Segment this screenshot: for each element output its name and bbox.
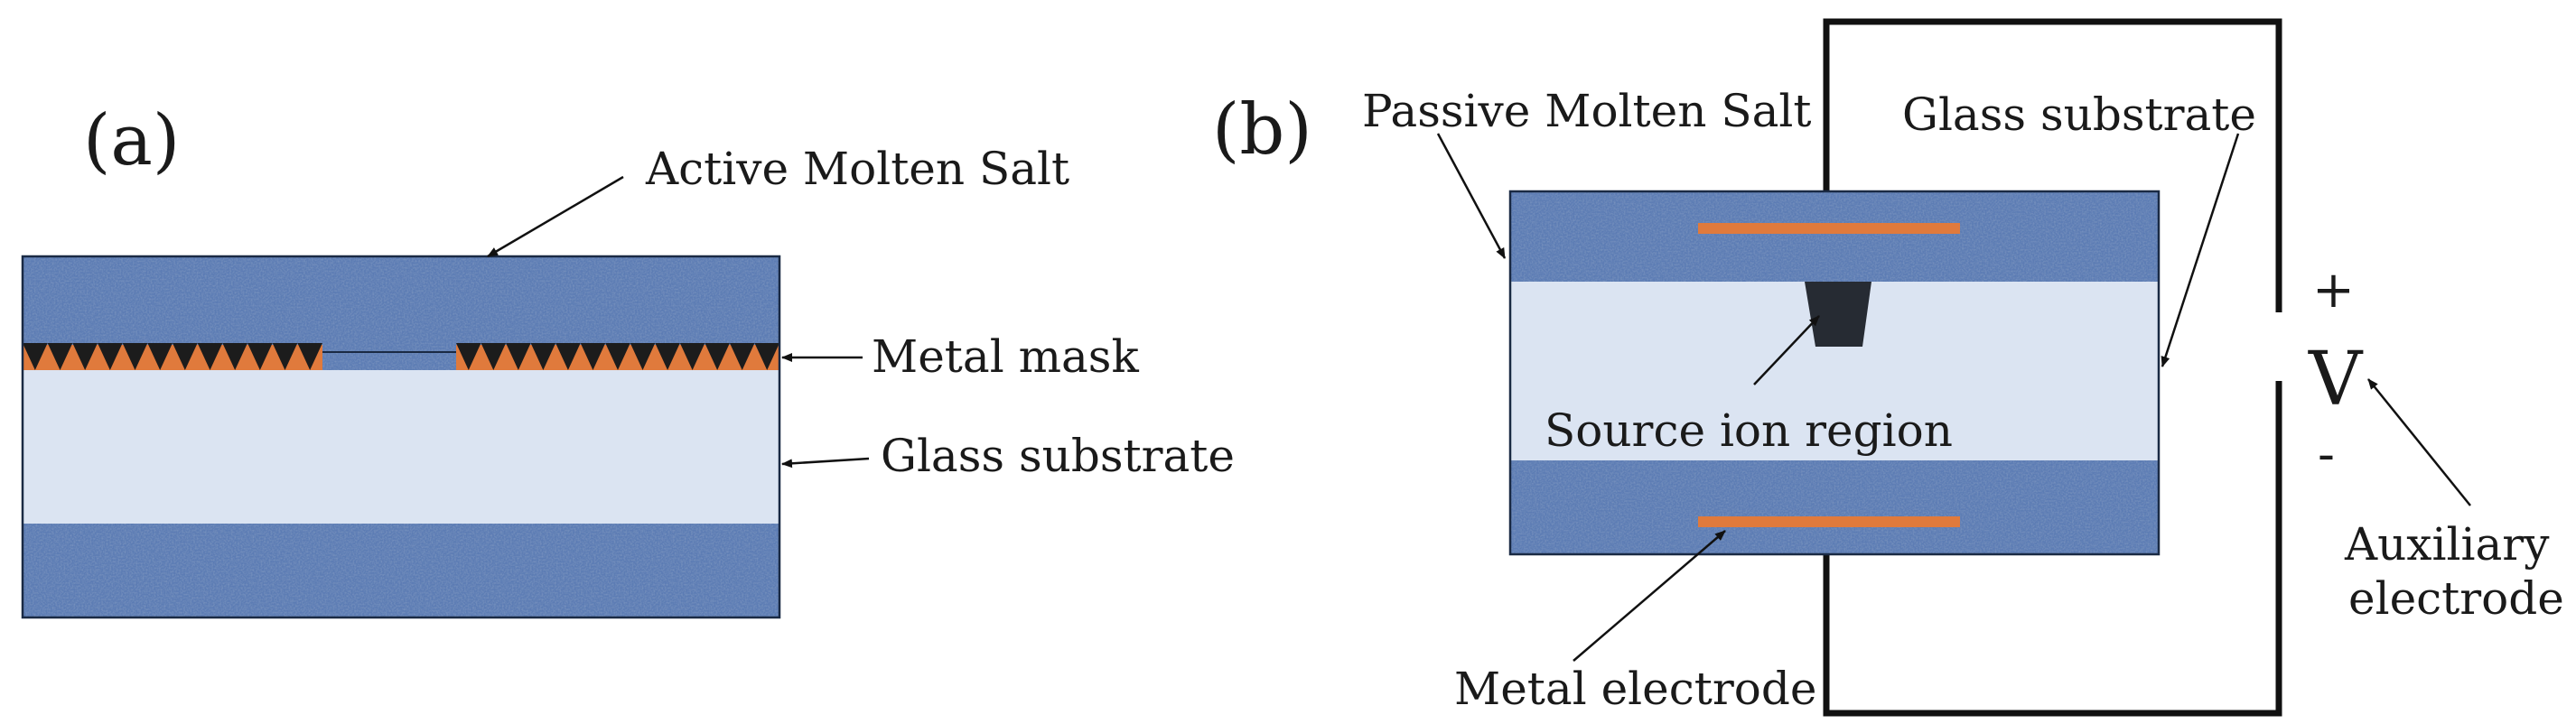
mask-tooth xyxy=(729,343,755,370)
mask-tooth xyxy=(506,343,531,370)
voltage-minus: - xyxy=(2318,425,2335,484)
arrow-glass-substrate-a xyxy=(781,457,870,469)
source-ion-region xyxy=(1805,282,1871,347)
panel-a-outline xyxy=(21,255,781,619)
mask-tooth xyxy=(754,343,779,370)
label-auxiliary-electrode-line2: electrode xyxy=(2348,572,2564,625)
mask-tooth xyxy=(705,343,730,370)
active-molten-salt-bottom-texture xyxy=(23,524,779,617)
arrow-metal-electrode xyxy=(1573,530,1726,662)
metal-electrode-bottom xyxy=(1698,516,1960,527)
mask-tooth xyxy=(530,343,556,370)
mask-tooth xyxy=(481,343,507,370)
panel-a: (a) Active Molten Salt Metal mask Gla xyxy=(21,100,1235,619)
mask-tooth xyxy=(122,343,148,370)
passive-molten-salt-top-layer xyxy=(1510,191,2159,282)
voltage-symbol: V xyxy=(2308,337,2364,422)
mask-tooth xyxy=(222,343,247,370)
circuit-wire-top xyxy=(1823,18,2282,312)
label-active-molten-salt: Active Molten Salt xyxy=(645,143,1069,195)
mask-tooth xyxy=(555,343,581,370)
mask-tooth xyxy=(173,343,198,370)
label-auxiliary-electrode-line1: Auxiliary xyxy=(2344,518,2550,571)
mask-tooth xyxy=(679,343,705,370)
mask-tooth xyxy=(72,343,98,370)
mask-tooth xyxy=(655,343,680,370)
panel-a-tag: (a) xyxy=(83,100,180,181)
metal-mask xyxy=(23,343,779,370)
metal-electrode-top xyxy=(1698,223,1960,234)
arrow-glass-substrate-b xyxy=(2161,133,2240,367)
arrow-passive-molten-salt xyxy=(1436,133,1507,259)
mask-tooth xyxy=(630,343,656,370)
voltage-plus: + xyxy=(2312,261,2355,320)
mask-tooth xyxy=(247,343,273,370)
passive-molten-salt-top-texture xyxy=(1510,191,2159,282)
mask-tooth xyxy=(580,343,606,370)
mask-teeth-right xyxy=(456,343,779,370)
passive-molten-salt-bottom-texture xyxy=(1510,460,2159,554)
mask-tooth xyxy=(147,343,173,370)
label-metal-electrode: Metal electrode xyxy=(1454,663,1816,715)
mask-tooth xyxy=(197,343,223,370)
metal-mask-left xyxy=(23,345,322,370)
label-glass-substrate-b: Glass substrate xyxy=(1902,88,2256,141)
arrow-active-molten-salt xyxy=(487,175,624,258)
panel-b: (b) + V - Passive Molten Salt Glass s xyxy=(1212,18,2564,717)
panel-b-outline xyxy=(1508,190,2161,556)
mask-tooth xyxy=(272,343,298,370)
label-passive-molten-salt: Passive Molten Salt xyxy=(1362,85,1811,137)
mask-tooth xyxy=(47,343,73,370)
label-metal-mask: Metal mask xyxy=(872,330,1139,383)
arrow-auxiliary-electrode xyxy=(2367,378,2471,506)
mask-tooth xyxy=(605,343,630,370)
arrow-source-ion-region xyxy=(1753,315,1820,385)
label-source-ion-region: Source ion region xyxy=(1545,404,1953,457)
circuit-wire-bottom xyxy=(1823,381,2282,717)
active-molten-salt-bottom-layer xyxy=(23,524,779,617)
label-glass-substrate-a: Glass substrate xyxy=(881,430,1235,482)
mask-tooth xyxy=(98,343,123,370)
mask-tooth xyxy=(456,343,481,370)
passive-molten-salt-bottom-layer xyxy=(1510,460,2159,554)
mask-teeth-left xyxy=(23,343,322,370)
panel-b-tag: (b) xyxy=(1212,89,1312,171)
mask-tooth xyxy=(23,343,48,370)
mask-tooth xyxy=(297,343,322,370)
glass-substrate-a xyxy=(23,370,779,524)
